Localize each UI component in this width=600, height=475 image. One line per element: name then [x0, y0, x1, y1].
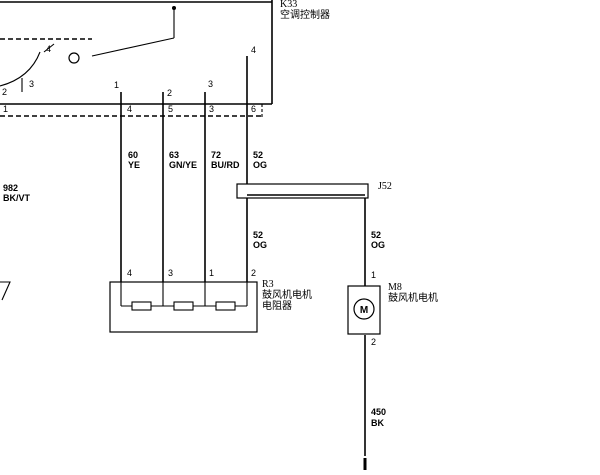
resistor-r3-name-2: 电阻器 [262, 299, 292, 312]
partial-symbol-left [0, 281, 11, 301]
wire-52a-color: OG [253, 160, 267, 170]
wire-52b-num: 52 [253, 230, 263, 240]
splice-j52-body [236, 183, 369, 199]
motor-pin-1: 1 [371, 270, 376, 280]
switch-arrow [43, 43, 55, 53]
pin-inner-4: 4 [251, 45, 256, 55]
r3-pin-2: 2 [251, 268, 256, 278]
wire-450-color: BK [371, 418, 384, 428]
conn-pin-5: 5 [168, 104, 173, 114]
k33-ref: K33 [280, 0, 297, 10]
switch-blade [91, 37, 175, 57]
wire-60-num: 60 [128, 150, 138, 160]
wire-72-color: BU/RD [211, 160, 240, 170]
conn-pin-1: 1 [3, 104, 8, 114]
pin-top-2: 2 [2, 87, 7, 97]
wire-52c-num: 52 [371, 230, 381, 240]
motor-m8-ref: M8 [388, 282, 402, 293]
motor-symbol: M [360, 305, 368, 316]
resistor-r3-name-1: 鼓风机电机 [262, 288, 312, 301]
splice-j52-ref: J52 [378, 181, 392, 192]
k33-name: 空调控制器 [280, 8, 330, 21]
conn-pin-4: 4 [127, 104, 132, 114]
wire-52a-num: 52 [253, 150, 263, 160]
switch-contact [68, 52, 80, 64]
motor-m8: M 1 2 M8 鼓风机电机 [347, 270, 438, 347]
resistor-element-1 [131, 301, 152, 311]
r3-pin-1: 1 [209, 268, 214, 278]
wire-982-color: BK/VT [3, 193, 31, 203]
resistor-element-2 [173, 301, 194, 311]
pin-top-4: 4 [46, 44, 51, 54]
motor-m8-name: 鼓风机电机 [388, 291, 438, 304]
pin-inner-1: 1 [114, 80, 119, 90]
wires [120, 56, 367, 470]
switch-arc [0, 51, 41, 87]
wire-60-color: YE [128, 160, 140, 170]
motor-pin-2: 2 [371, 337, 376, 347]
pin-top-3: 3 [29, 79, 34, 89]
wire-52c-color: OG [371, 240, 385, 250]
wire-72-num: 72 [211, 150, 221, 160]
resistor-r3: 4 3 1 2 R3 鼓风机电机 电阻器 [109, 268, 312, 333]
wire-982-num: 982 [3, 183, 18, 193]
resistor-element-3 [215, 301, 236, 311]
splice-j52: J52 [236, 181, 392, 199]
r3-pin-3: 3 [168, 268, 173, 278]
conn-pin-6: 6 [251, 104, 256, 114]
resistor-r3-ref: R3 [262, 279, 274, 290]
wire-63-color: GN/YE [169, 160, 197, 170]
pin-inner-2: 2 [167, 88, 172, 98]
r3-pin-4: 4 [127, 268, 132, 278]
wire-52b-color: OG [253, 240, 267, 250]
wire-63-num: 63 [169, 150, 179, 160]
motor-icon [353, 298, 375, 320]
conn-pin-3: 3 [209, 104, 214, 114]
pin-inner-3: 3 [208, 79, 213, 89]
wire-450-num: 450 [371, 407, 386, 417]
k33-module: K33 空调控制器 4 2 3 1 2 3 4 1 4 5 3 6 [0, 0, 330, 118]
